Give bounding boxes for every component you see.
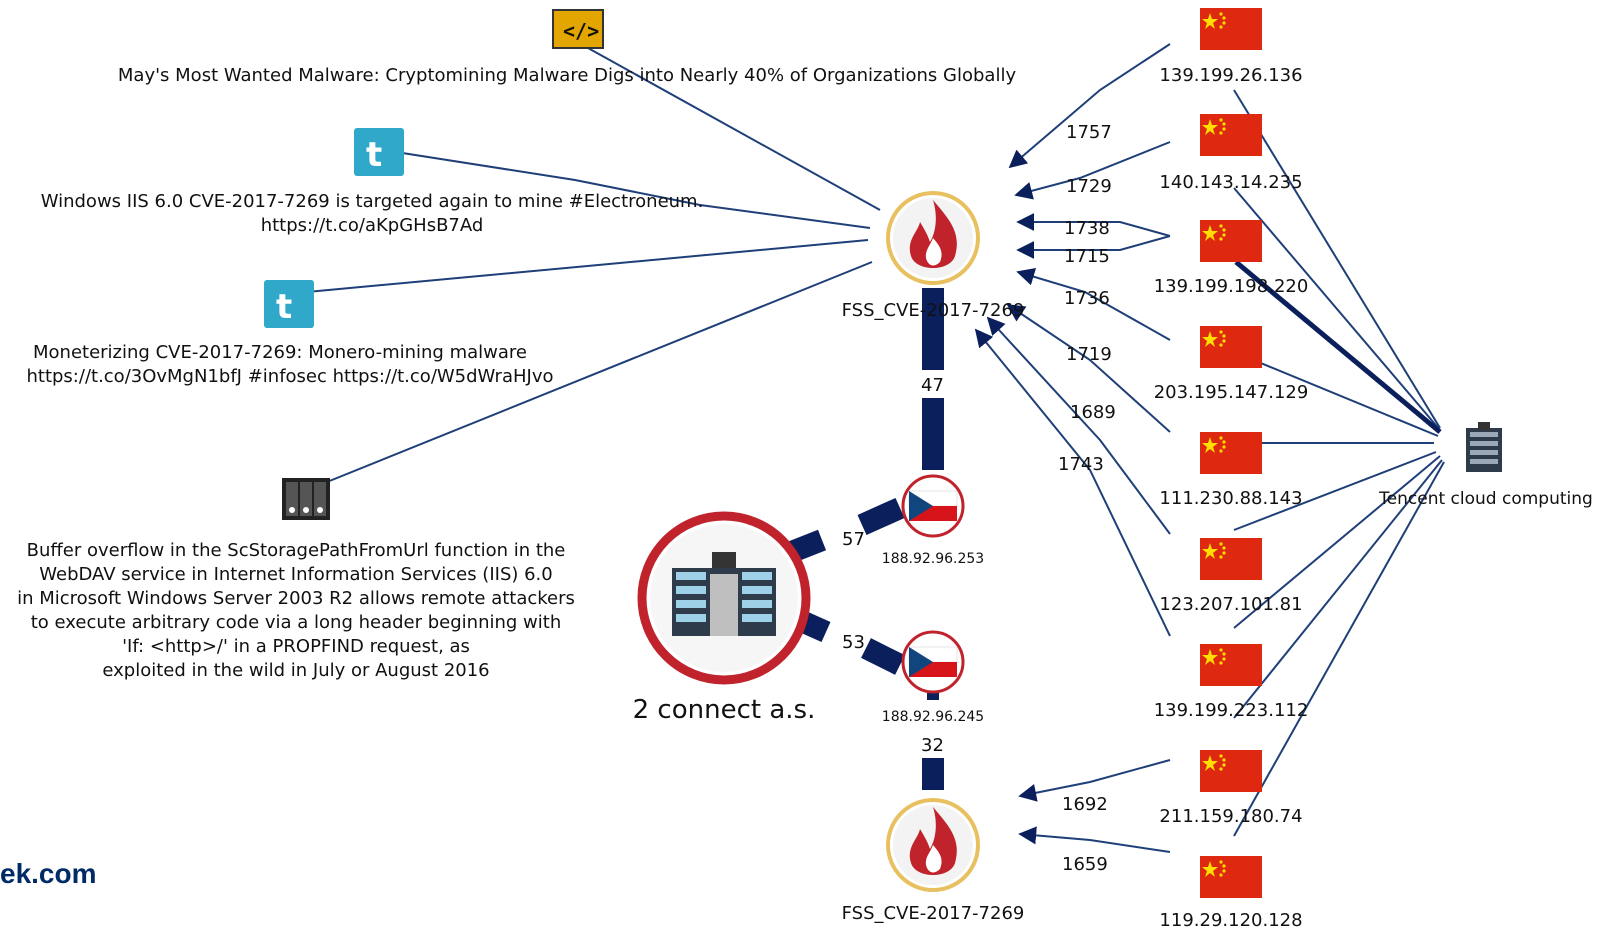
cn-node-7[interactable]: 139.199.223.112 <box>1154 644 1309 721</box>
cve-desc-line-5: 'If: <http>/' in a PROPFIND request, as <box>122 636 470 657</box>
cn-ip-2: 140.143.14.235 <box>1159 172 1302 193</box>
building-icon <box>672 552 776 636</box>
footer-brand: ek.com <box>0 858 97 889</box>
fss-top-label: FSS_CVE-2017-7269 <box>842 300 1025 321</box>
article-node[interactable]: </> May's Most Wanted Malware: Cryptomin… <box>118 9 1017 86</box>
as-node[interactable]: 2 connect a.s. <box>633 511 816 725</box>
edge-count-32: 32 <box>921 735 944 756</box>
cn-node-3[interactable]: 139.199.198.220 <box>1154 220 1309 297</box>
cz-node-1[interactable]: 188.92.96.253 <box>882 474 984 567</box>
tweet-node-2[interactable]: t Moneterizing CVE-2017-7269: Monero-min… <box>26 280 554 387</box>
cn-node-5[interactable]: 111.230.88.143 <box>1159 432 1303 509</box>
cve-desc-line-4: to execute arbitrary code via a long hea… <box>31 612 561 633</box>
edge-count-1757: 1757 <box>1066 122 1112 143</box>
cn-node-4[interactable]: 203.195.147.129 <box>1154 326 1309 403</box>
tweet-1-line-2: https://t.co/aKpGHsB7Ad <box>261 215 484 236</box>
cve-desc-line-2: WebDAV service in Internet Information S… <box>39 564 552 585</box>
china-flag-icon <box>1200 326 1262 368</box>
cn-ip-5: 111.230.88.143 <box>1159 488 1302 509</box>
cn-node-9[interactable]: 119.29.120.128 <box>1159 856 1303 931</box>
fire-icon <box>909 807 957 875</box>
cn-ip-8: 211.159.180.74 <box>1159 806 1302 827</box>
edge-count-1729: 1729 <box>1066 176 1112 197</box>
cn-node-1[interactable]: 139.199.26.136 <box>1159 8 1303 86</box>
as-label: 2 connect a.s. <box>633 695 816 725</box>
tweet-2-line-2: https://t.co/3OvMgN1bfJ #infosec https:/… <box>26 366 553 387</box>
twitter-icon <box>264 280 314 328</box>
edges-tencent <box>1233 89 1445 837</box>
server-rack-icon <box>1466 422 1502 472</box>
edge-count-1715: 1715 <box>1064 246 1110 267</box>
cn-ip-7: 139.199.223.112 <box>1154 700 1309 721</box>
china-flag-icon <box>1200 538 1262 580</box>
cn-ip-3: 139.199.198.220 <box>1154 276 1309 297</box>
edge-count-1692: 1692 <box>1062 794 1108 815</box>
tweet-1-line-1: Windows IIS 6.0 CVE-2017-7269 is targete… <box>41 191 704 212</box>
edge-count-53: 53 <box>842 632 865 653</box>
edge-labels: 1757 1729 1738 1715 1736 1719 1689 1743 … <box>842 122 1116 875</box>
edge-count-47: 47 <box>921 375 944 396</box>
edge-count-57: 57 <box>842 529 865 550</box>
cn-node-8[interactable]: 211.159.180.74 <box>1159 750 1303 827</box>
edges-thick <box>779 288 944 790</box>
cn-node-6[interactable]: 123.207.101.81 <box>1159 538 1303 615</box>
china-flag-icon <box>1200 8 1262 50</box>
cz-ip-1: 188.92.96.253 <box>882 551 984 567</box>
twitter-icon <box>354 128 404 176</box>
cz-ip-2: 188.92.96.245 <box>882 709 984 725</box>
tencent-label: Tencent cloud computing <box>1378 489 1593 509</box>
edge-count-1659: 1659 <box>1062 854 1108 875</box>
cz-node-2[interactable]: 188.92.96.245 <box>882 630 984 725</box>
cn-ip-1: 139.199.26.136 <box>1159 65 1302 86</box>
code-icon <box>552 9 604 49</box>
cve-desc-line-6: exploited in the wild in July or August … <box>102 660 489 681</box>
cn-ip-9: 119.29.120.128 <box>1159 910 1302 931</box>
code-icon-glyph: </> <box>563 19 599 43</box>
cn-ip-4: 203.195.147.129 <box>1154 382 1309 403</box>
edges-attacks <box>974 43 1171 853</box>
china-flag-icon <box>1200 750 1262 792</box>
svg-text:t: t <box>366 135 382 175</box>
edge-count-1738: 1738 <box>1064 218 1110 239</box>
china-flag-icon <box>1200 220 1262 262</box>
fss-node-bottom[interactable]: FSS_CVE-2017-7269 <box>842 798 1025 924</box>
china-flag-icon <box>1200 432 1262 474</box>
edge-count-1719: 1719 <box>1066 344 1112 365</box>
edges-info <box>306 47 881 485</box>
article-title: May's Most Wanted Malware: Cryptomining … <box>118 65 1017 86</box>
tencent-node[interactable]: Tencent cloud computing <box>1378 422 1593 509</box>
fire-icon <box>909 200 957 268</box>
server-rack-icon <box>282 478 330 520</box>
cn-ip-6: 123.207.101.81 <box>1159 594 1302 615</box>
fss-bottom-label: FSS_CVE-2017-7269 <box>842 903 1025 924</box>
china-flag-icon <box>1200 114 1262 156</box>
edge-count-1736: 1736 <box>1064 288 1110 309</box>
china-flag-icon <box>1200 856 1262 898</box>
cn-node-2[interactable]: 140.143.14.235 <box>1159 114 1303 193</box>
edge-count-1689: 1689 <box>1070 402 1116 423</box>
cve-desc-line-3: in Microsoft Windows Server 2003 R2 allo… <box>17 588 575 609</box>
svg-text:t: t <box>276 287 292 327</box>
cve-node[interactable]: Buffer overflow in the ScStoragePathFrom… <box>17 478 575 681</box>
tweet-node-1[interactable]: t Windows IIS 6.0 CVE-2017-7269 is targe… <box>41 128 704 236</box>
china-flag-icon <box>1200 644 1262 686</box>
czech-flag-icon <box>908 490 958 521</box>
czech-flag-icon <box>908 646 958 677</box>
edge-count-1743: 1743 <box>1058 454 1104 475</box>
fss-node-top[interactable]: FSS_CVE-2017-7269 <box>842 191 1025 321</box>
tweet-2-line-1: Moneterizing CVE-2017-7269: Monero-minin… <box>33 342 527 363</box>
cve-desc-line-1: Buffer overflow in the ScStoragePathFrom… <box>27 540 566 561</box>
